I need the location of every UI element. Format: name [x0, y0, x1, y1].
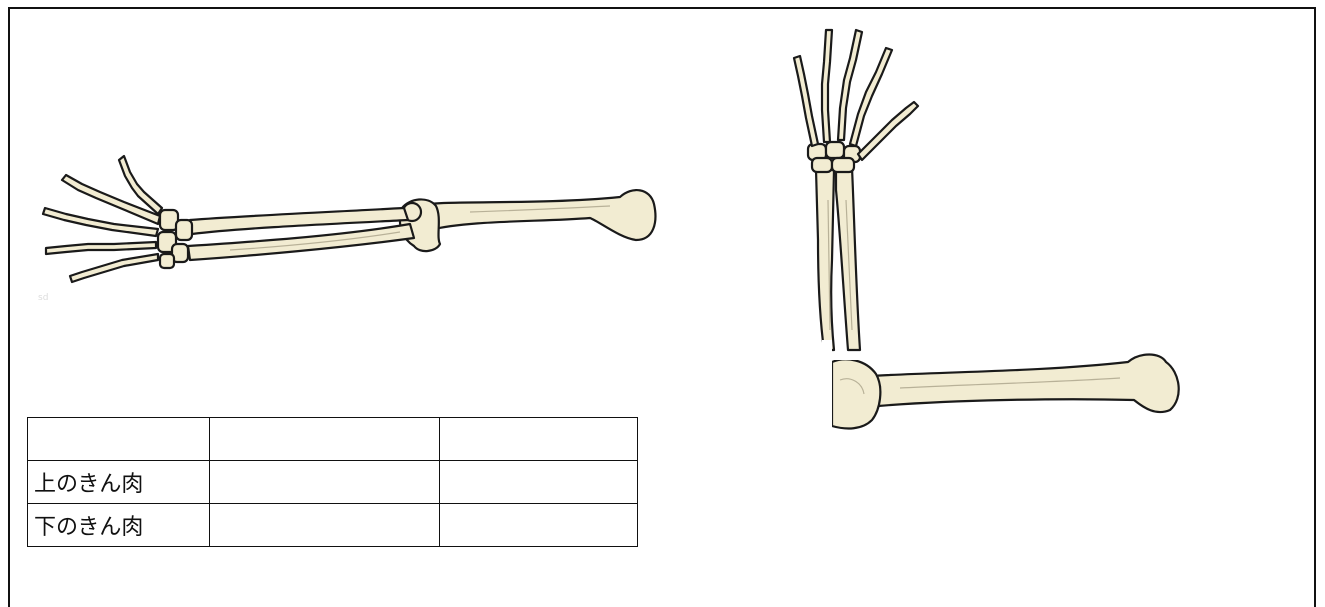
fingers-bent: [794, 30, 918, 160]
carpals-bent: [808, 142, 860, 172]
answer-cell[interactable]: [210, 461, 440, 504]
header-cell[interactable]: [210, 418, 440, 461]
answer-cell[interactable]: [210, 504, 440, 547]
carpals-extended: [158, 210, 192, 268]
answer-cell[interactable]: [440, 461, 638, 504]
header-cell[interactable]: [440, 418, 638, 461]
humerus-bent: [872, 355, 1179, 413]
svg-text:sd: sd: [38, 293, 48, 303]
row-label-lower-muscle: 下のきん肉: [28, 504, 210, 547]
header-cell[interactable]: [28, 418, 210, 461]
radius-bent: [816, 170, 834, 350]
row-label-upper-muscle: 上のきん肉: [28, 461, 210, 504]
table-row-upper-muscle: 上のきん肉: [28, 461, 638, 504]
humerus-extended: [418, 190, 655, 240]
extended-arm: sd: [38, 156, 655, 303]
answer-cell[interactable]: [440, 504, 638, 547]
ulna-bent: [836, 168, 860, 350]
muscle-table: 上のきん肉 下のきん肉: [27, 417, 638, 547]
elbow-bent: [832, 359, 880, 428]
table-header-row: [28, 418, 638, 461]
table-row-lower-muscle: 下のきん肉: [28, 504, 638, 547]
bent-arm: [794, 30, 1179, 440]
fingers-extended: [43, 156, 162, 282]
